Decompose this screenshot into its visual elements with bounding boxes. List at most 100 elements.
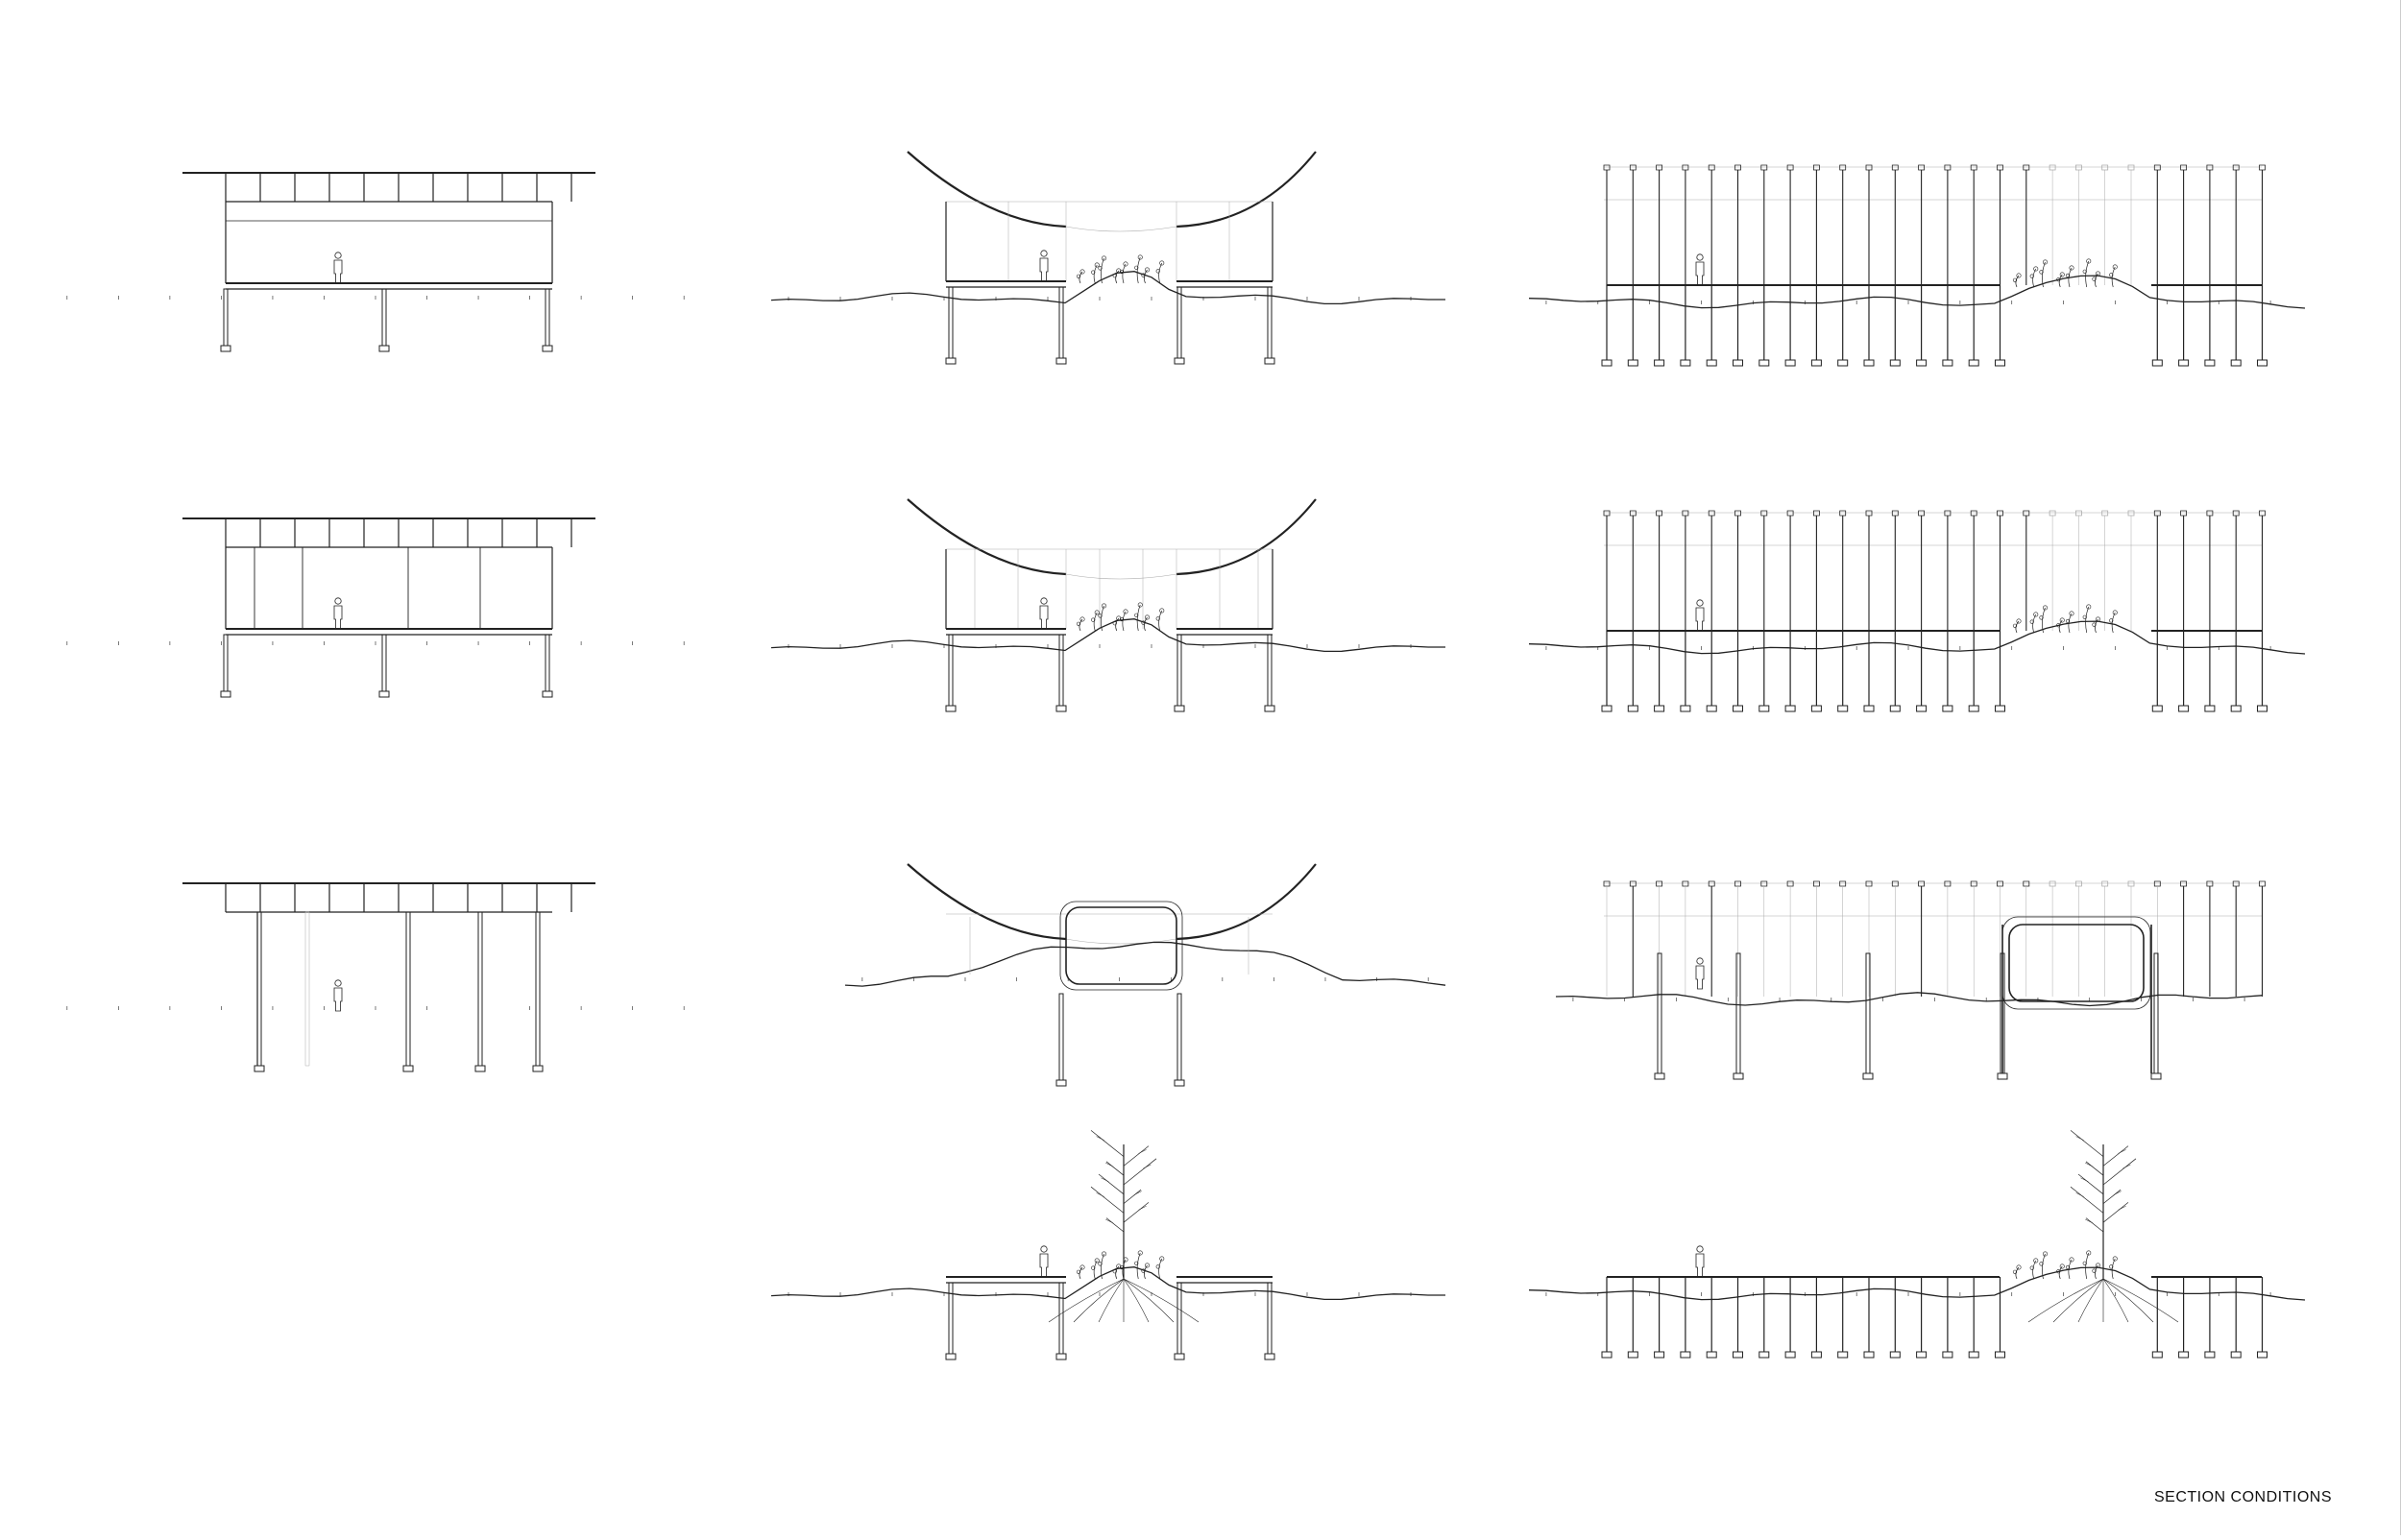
column-capital bbox=[1735, 165, 1741, 170]
footing bbox=[946, 706, 956, 711]
footing bbox=[1890, 360, 1900, 366]
ground-line bbox=[1529, 621, 2305, 654]
plant-leaf bbox=[2033, 612, 2039, 617]
footing bbox=[1734, 706, 1743, 711]
tree-twig bbox=[2114, 1191, 2122, 1195]
tree-twig bbox=[1105, 1163, 1113, 1167]
tree-twig bbox=[1097, 1192, 1104, 1196]
vegetation bbox=[1076, 602, 1165, 631]
plant-leaf bbox=[1112, 1269, 1117, 1274]
footing bbox=[1838, 1352, 1848, 1358]
column-capital bbox=[1683, 511, 1688, 516]
plant-leaf bbox=[2112, 610, 2118, 615]
footing bbox=[1759, 360, 1769, 366]
footing bbox=[1602, 1352, 1612, 1358]
column-capital bbox=[2181, 511, 2187, 516]
roof-gap-line bbox=[1066, 939, 1176, 944]
footing bbox=[1943, 1352, 1952, 1358]
vault-box-outer bbox=[2002, 917, 2150, 1009]
column-capital bbox=[2181, 165, 2187, 170]
footing bbox=[1996, 360, 2005, 366]
column-capital bbox=[1840, 511, 1846, 516]
plant-stem bbox=[2016, 621, 2019, 633]
tree-twig bbox=[1101, 1178, 1108, 1182]
column-capital bbox=[1761, 165, 1767, 170]
column-capital bbox=[2181, 881, 2187, 886]
column-capital bbox=[1761, 511, 1767, 516]
column bbox=[1059, 635, 1063, 706]
footing bbox=[1707, 706, 1716, 711]
plant-stem bbox=[2069, 1260, 2072, 1279]
person-body bbox=[1696, 608, 1704, 631]
footing bbox=[1996, 1352, 2005, 1358]
plant-stem bbox=[1137, 257, 1140, 283]
plant-leaf bbox=[2112, 264, 2118, 270]
plant-leaf bbox=[2016, 273, 2022, 278]
plant-leaf bbox=[1091, 1265, 1096, 1270]
person-head bbox=[1040, 1245, 1048, 1253]
column-capital bbox=[1735, 511, 1741, 516]
plant-leaf bbox=[2012, 277, 2018, 282]
footing bbox=[1785, 706, 1795, 711]
column-capital bbox=[1945, 881, 1951, 886]
column-capital bbox=[1998, 881, 2003, 886]
footing bbox=[1734, 360, 1743, 366]
footing bbox=[1265, 706, 1274, 711]
plant-leaf bbox=[1141, 1268, 1146, 1273]
plant-stem bbox=[1123, 612, 1126, 631]
roof-gap-line bbox=[1066, 574, 1176, 579]
footing bbox=[1056, 1354, 1066, 1360]
plant-leaf bbox=[2069, 611, 2074, 616]
column-capital bbox=[2075, 165, 2081, 170]
column bbox=[1268, 635, 1272, 706]
footing bbox=[1811, 1352, 1821, 1358]
footing bbox=[1785, 1352, 1795, 1358]
footing bbox=[1943, 706, 1952, 711]
column-capital bbox=[2233, 165, 2239, 170]
plant-leaf bbox=[1112, 274, 1117, 278]
tree-root bbox=[1074, 1279, 1124, 1322]
plant-leaf bbox=[1076, 621, 1081, 626]
footing bbox=[946, 358, 956, 364]
person-head bbox=[334, 252, 342, 259]
plant-leaf bbox=[2109, 618, 2114, 623]
tree-branch bbox=[2103, 1146, 2128, 1167]
footing bbox=[1785, 360, 1795, 366]
person-body bbox=[334, 260, 342, 283]
column-capital bbox=[1657, 881, 1662, 886]
column-capital bbox=[2049, 165, 2055, 170]
tree-branch bbox=[2086, 1162, 2103, 1175]
footing bbox=[1864, 706, 1874, 711]
column-capital bbox=[1971, 881, 1977, 886]
column-capital bbox=[1971, 511, 1977, 516]
tree-branch bbox=[2071, 1130, 2103, 1156]
column-capital bbox=[1657, 165, 1662, 170]
footing bbox=[1969, 1352, 1978, 1358]
plant-leaf bbox=[2043, 1251, 2049, 1257]
plant-leaf bbox=[1137, 254, 1143, 260]
tree-twig bbox=[1139, 1149, 1147, 1153]
tree-branch bbox=[2103, 1190, 2121, 1203]
column-capital bbox=[2260, 511, 2266, 516]
plant-leaf bbox=[2029, 1265, 2034, 1270]
plant-stem bbox=[2016, 1267, 2019, 1279]
column-capital bbox=[1683, 881, 1688, 886]
plant-stem bbox=[2112, 1259, 2115, 1279]
plant-leaf bbox=[1116, 1263, 1122, 1269]
tree-root bbox=[1099, 1279, 1124, 1322]
column-capital bbox=[2075, 881, 2081, 886]
plant-leaf bbox=[2016, 1264, 2022, 1270]
tree-branch bbox=[1124, 1159, 1156, 1185]
footing bbox=[2152, 360, 2162, 366]
column-capital bbox=[2024, 511, 2029, 516]
plant-leaf bbox=[1123, 261, 1128, 267]
column-capital bbox=[1709, 165, 1714, 170]
plant-leaf bbox=[1076, 274, 1081, 278]
column-capital bbox=[1866, 881, 1872, 886]
curved-roof-right bbox=[1176, 499, 1316, 574]
curved-roof-left bbox=[908, 864, 1066, 939]
person-head bbox=[1696, 599, 1704, 607]
tree-twig bbox=[2119, 1206, 2126, 1210]
tree-branch bbox=[1124, 1202, 1149, 1222]
person-figure bbox=[1696, 599, 1704, 631]
